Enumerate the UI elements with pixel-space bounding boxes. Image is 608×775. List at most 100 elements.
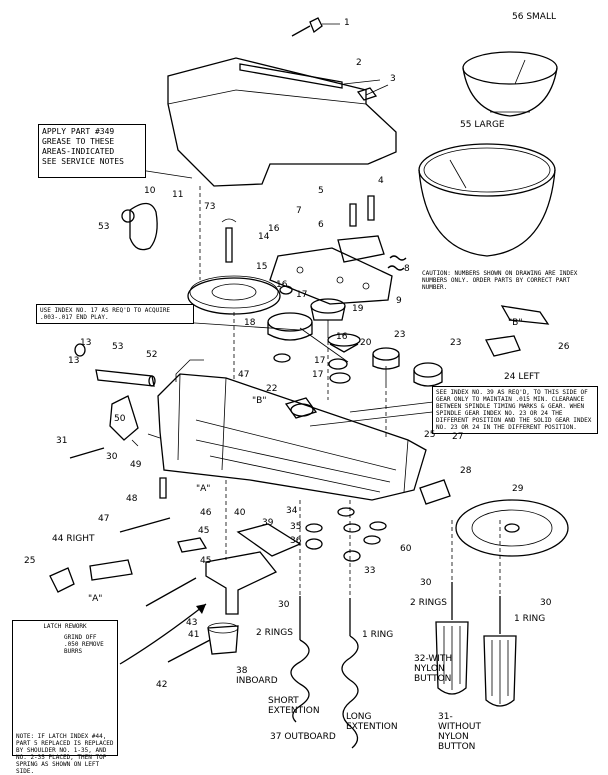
label-b-2: "B"	[508, 318, 523, 328]
part-number-35: 35	[290, 522, 302, 532]
part-number-2: 2	[356, 58, 362, 68]
use-index-note: USE INDEX NO. 17 AS REQ'D TO ACQUIRE .00…	[36, 304, 194, 324]
part-number-25-top: 25	[424, 430, 436, 440]
part-number-52: 52	[146, 350, 158, 360]
part-number-29: 29	[512, 484, 524, 494]
part-number-34: 34	[286, 506, 298, 516]
part-number-30-c: 30	[420, 578, 432, 588]
part-number-41: 41	[188, 630, 200, 640]
part-number-16-b: 16	[276, 280, 288, 290]
motor-housing	[167, 57, 397, 187]
part-number-18: 18	[244, 318, 256, 328]
part-number-40: 40	[234, 508, 246, 518]
dough-hook-outboard	[341, 598, 359, 749]
part-number-73: 73	[204, 202, 216, 212]
label-short-extention: SHORT EXTENTION	[268, 696, 320, 716]
turntable-29	[455, 499, 569, 557]
latch-44	[49, 559, 133, 593]
label-24-left: 24 LEFT	[504, 372, 540, 382]
beater-with-button	[435, 582, 469, 695]
spindle-gear-23	[372, 347, 400, 384]
label-b-1: "B"	[252, 396, 267, 406]
spindle-gear-23b	[413, 362, 443, 387]
part-number-39: 39	[262, 518, 274, 528]
coupling-41	[207, 622, 239, 655]
gear-20	[327, 333, 361, 353]
part-number-25-left: 25	[24, 556, 36, 566]
grease-note-line-3: AREAS-INDICATED	[42, 147, 115, 156]
part-number-60: 60	[400, 544, 412, 554]
part-number-53-top: 53	[98, 222, 110, 232]
shaft	[221, 218, 237, 263]
label-2-rings-b: 2 RINGS	[410, 598, 447, 608]
worm-gear	[121, 202, 158, 251]
gear-19	[310, 298, 346, 334]
part-number-50: 50	[114, 414, 126, 424]
part-number-28: 28	[460, 466, 472, 476]
part-number-31: 31	[56, 436, 68, 446]
part-number-16: 16	[268, 224, 280, 234]
part-number-27: 27	[452, 432, 464, 442]
plate-9	[269, 247, 393, 305]
label-a-2: "A"	[88, 594, 103, 604]
part-number-1: 1	[344, 18, 350, 28]
part-number-48: 48	[126, 494, 138, 504]
part-number-47-b: 47	[98, 514, 110, 524]
latch-rework-instruction: GRIND OFF .050 REMOVE BURRS	[64, 634, 104, 655]
part-number-9: 9	[396, 296, 402, 306]
part-number-15: 15	[256, 262, 268, 272]
label-small-bowl: 56 SMALL	[512, 12, 556, 22]
grease-note-line-4: SEE SERVICE NOTES	[42, 157, 124, 166]
part-number-45-a: 45	[198, 526, 210, 536]
part-number-17-c: 17	[312, 370, 324, 380]
part-number-33: 33	[364, 566, 376, 576]
part-number-30-d: 30	[540, 598, 552, 608]
part-number-8: 8	[404, 264, 410, 274]
part-number-42: 42	[156, 680, 168, 690]
gear-24-left	[485, 305, 550, 357]
part-number-30-a: 30	[106, 452, 118, 462]
control-knob	[291, 17, 340, 37]
label-with-nylon: 32-WITH NYLON BUTTON	[414, 654, 453, 684]
drive-gear	[267, 312, 313, 341]
part-number-30-b: 30	[278, 600, 290, 610]
latch-rework-box: LATCH REWORK GRIND OFF .050 REMOVE BURRS…	[12, 620, 118, 775]
label-without-nylon: 31-WITHOUT NYLON BUTTON	[438, 712, 481, 752]
part-number-19: 19	[352, 304, 364, 314]
bracket-6	[337, 195, 385, 263]
main-gear	[187, 275, 281, 315]
grease-note: APPLY PART #349 GREASE TO THESE AREAS-IN…	[38, 124, 146, 178]
part-number-47-a: 47	[238, 370, 250, 380]
part-number-16-c: 16	[336, 332, 348, 342]
bowl-small	[462, 51, 558, 117]
part-number-22: 22	[266, 384, 278, 394]
part-28	[419, 479, 451, 505]
label-inboard: 38 INBOARD	[236, 666, 278, 686]
washers	[74, 285, 387, 562]
part-number-3: 3	[390, 74, 396, 84]
dough-hook-inboard	[290, 596, 310, 723]
part-number-10: 10	[144, 186, 156, 196]
part-number-17-b: 17	[314, 356, 326, 366]
part-number-46: 46	[200, 508, 212, 518]
label-44-right: 44 RIGHT	[52, 534, 95, 544]
part-number-45-b: 45	[200, 556, 212, 566]
part-number-13-a: 13	[80, 338, 92, 348]
grease-note-line-2: GREASE TO THESE	[42, 137, 115, 146]
label-long-extention: LONG EXTENTION	[346, 712, 398, 732]
leader-lines	[119, 169, 451, 665]
part-number-49: 49	[130, 460, 142, 470]
spindle-gear-note: SEE INDEX NO. 39 AS REQ'D, TO THIS SIDE …	[432, 386, 598, 434]
part-number-36: 36	[290, 536, 302, 546]
latch-rework-footer: NOTE: IF LATCH INDEX #44, PART 5 REPLACE…	[16, 733, 114, 775]
part-number-5: 5	[318, 186, 324, 196]
label-large-bowl: 55 LARGE	[460, 120, 505, 130]
part-number-7: 7	[296, 206, 302, 216]
beater-without-button	[483, 596, 517, 707]
bracket-50	[109, 395, 161, 447]
part-number-11: 11	[172, 190, 184, 200]
pivot-pin	[95, 369, 156, 387]
part-number-14: 14	[258, 232, 270, 242]
